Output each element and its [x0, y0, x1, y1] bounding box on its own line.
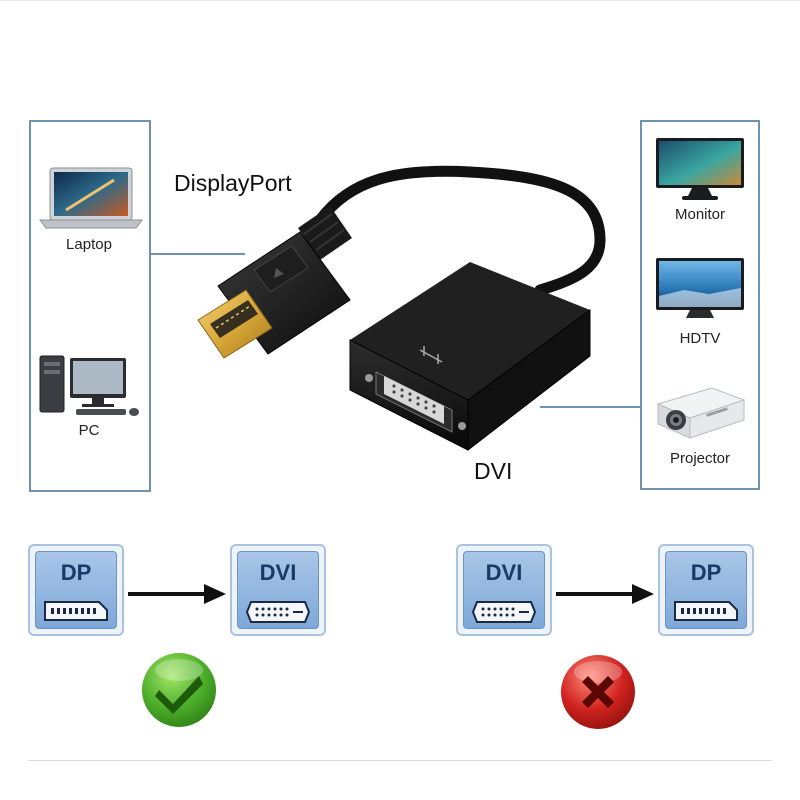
device-label-monitor: Monitor — [674, 206, 726, 223]
hdtv-icon — [656, 258, 744, 318]
arrow-right-icon — [128, 584, 226, 604]
tile-label: DVI — [485, 560, 523, 585]
tile-label: DP — [60, 560, 92, 585]
tile-label: DVI — [259, 560, 297, 585]
device-label-hdtv: HDTV — [679, 330, 721, 347]
bottom-rule — [28, 760, 772, 761]
device-label-projector: Projector — [669, 450, 731, 467]
monitor-icon — [656, 138, 744, 200]
dp-source-tile: DP — [28, 544, 124, 636]
dvi-label: DVI — [474, 458, 513, 484]
source-connection-line — [151, 253, 245, 255]
laptop-icon — [39, 167, 143, 229]
dvi-port-icon — [245, 601, 311, 623]
check-icon — [142, 653, 216, 727]
target-connection-line — [540, 406, 640, 408]
dvi-target-tile: DVI — [230, 544, 326, 636]
device-label-laptop: Laptop — [66, 236, 112, 253]
projector-icon — [656, 387, 746, 439]
top-rule — [0, 0, 800, 1]
arrow-right-icon — [556, 584, 654, 604]
dvi-port-icon — [471, 601, 537, 623]
device-label-pc: PC — [78, 422, 100, 439]
pc-icon — [39, 355, 139, 416]
dp-port-icon — [44, 601, 108, 621]
displayport-label: DisplayPort — [174, 170, 292, 196]
cross-icon — [561, 655, 635, 729]
dp-port-icon — [674, 601, 738, 621]
dvi-source-tile: DVI — [456, 544, 552, 636]
adapter-illustration — [197, 165, 606, 452]
dp-target-tile: DP — [658, 544, 754, 636]
tile-label: DP — [690, 560, 722, 585]
